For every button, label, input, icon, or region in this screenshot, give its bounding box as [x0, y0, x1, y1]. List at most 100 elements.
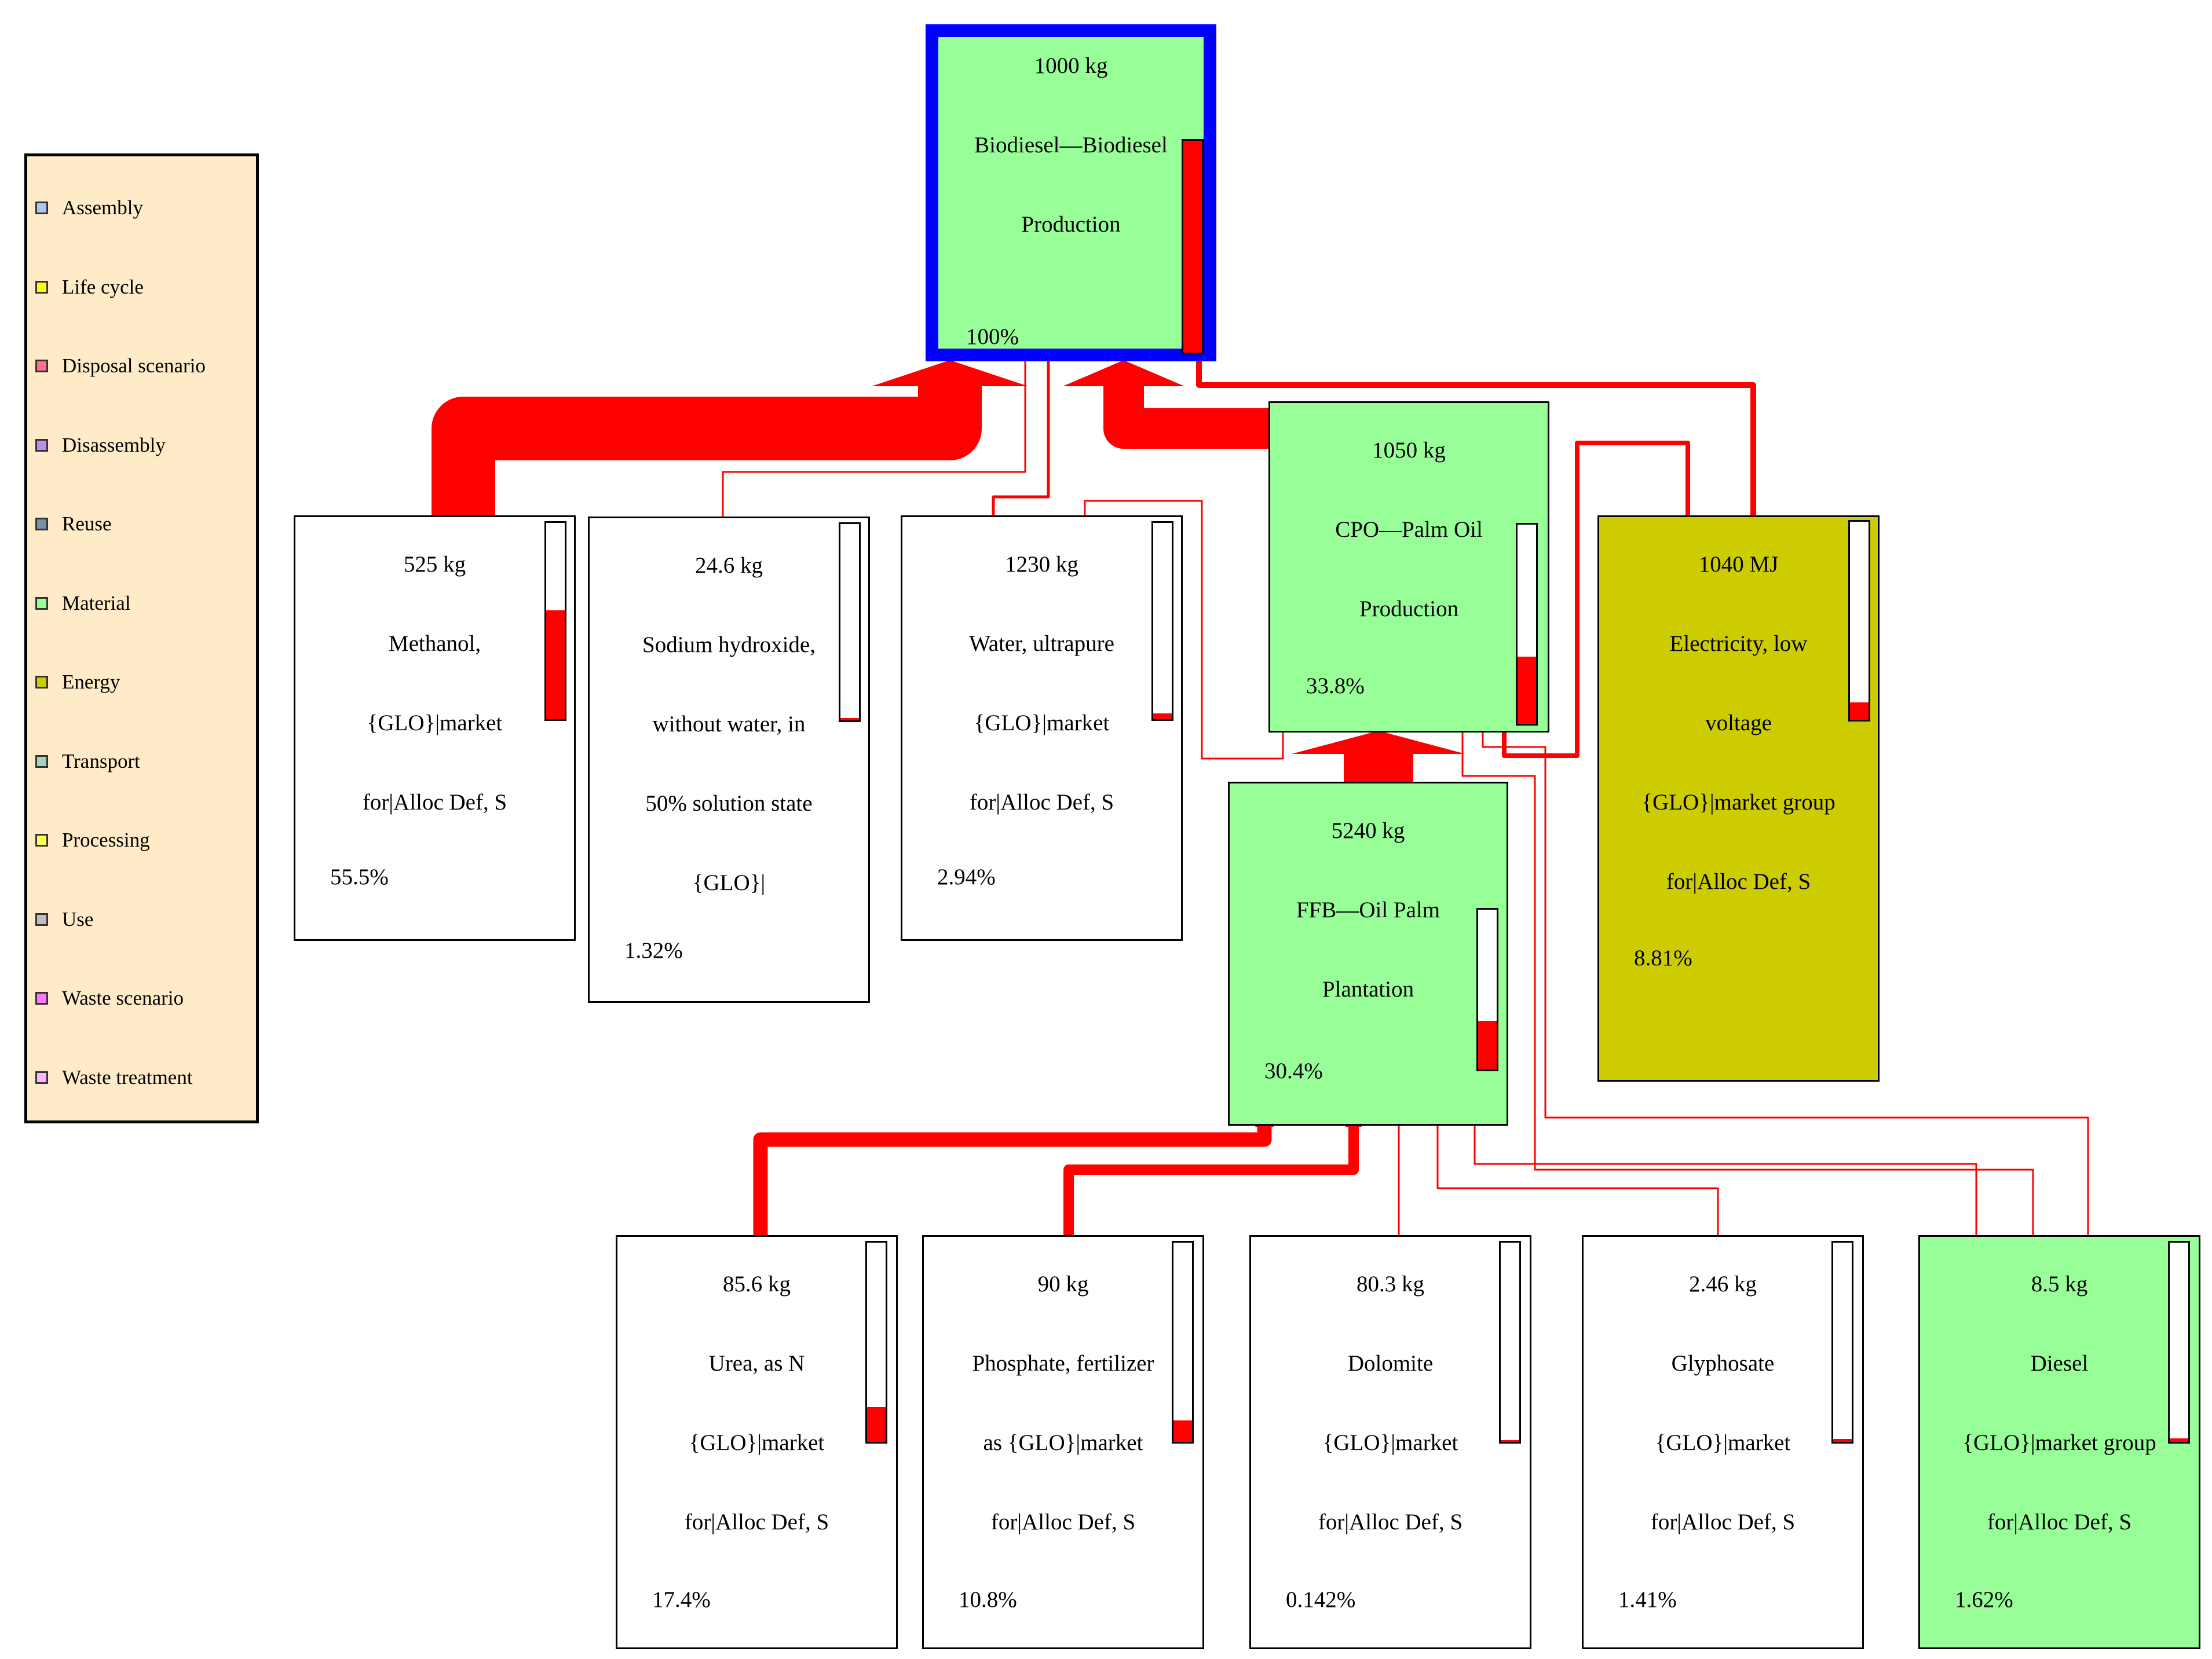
legend-swatch [35, 518, 48, 530]
node-name-line: Dolomite [1347, 1351, 1434, 1376]
node-percent: 33.8% [1306, 673, 1365, 698]
node-percent: 30.4% [1264, 1059, 1323, 1083]
node-name-line: for|Alloc Def, S [969, 790, 1114, 815]
contribution-gauge [1499, 1241, 1521, 1444]
flow-arrow-cpo [1063, 360, 1184, 386]
contribution-gauge [1516, 523, 1538, 726]
contribution-gauge-fill [1478, 1021, 1497, 1070]
node-name-line: {GLO}| [692, 870, 766, 895]
node-name-line: {GLO}|market [689, 1430, 825, 1455]
node-percent: 0.142% [1286, 1587, 1356, 1612]
node-urea[interactable]: 85.6 kg Urea, as N {GLO}|market for|Alloc D… [616, 1235, 898, 1649]
legend-label: Use [62, 907, 94, 931]
node-amount: 8.5 kg [2031, 1272, 2088, 1297]
contribution-gauge-fill [867, 1407, 886, 1442]
legend-label: Energy [62, 671, 120, 693]
contribution-gauge [1476, 908, 1498, 1071]
node-name-line: Production [1021, 212, 1121, 237]
legend-swatch [35, 202, 48, 214]
node-dolomite[interactable]: 80.3 kg Dolomite {GLO}|market for|Alloc Def… [1249, 1235, 1531, 1649]
legend-item-use: Use [35, 902, 93, 937]
node-name-line: Sodium hydroxide, [642, 632, 816, 657]
flow-water-cpo [1084, 500, 1284, 760]
contribution-gauge-fill [2170, 1438, 2188, 1442]
legend-swatch [35, 913, 48, 926]
node-name-line: Electricity, low [1669, 631, 1808, 656]
legend-swatch [35, 834, 48, 847]
legend-item-material: Material [35, 586, 131, 621]
contribution-gauge-fill [1173, 1420, 1192, 1442]
node-name-line: for|Alloc Def, S [362, 790, 507, 815]
node-amount: 80.3 kg [1357, 1272, 1424, 1297]
contribution-gauge [2168, 1241, 2190, 1444]
legend-swatch [35, 596, 48, 610]
node-amount: 85.6 kg [723, 1272, 791, 1297]
node-sodium-hydroxide[interactable]: 24.6 kg Sodium hydroxide, without water, i… [588, 517, 870, 1003]
node-amount: 24.6 kg [695, 553, 763, 578]
flow-diesel-cpo [1482, 733, 2089, 1235]
node-percent: 2.94% [937, 865, 996, 889]
node-name-line: without water, in [652, 712, 806, 737]
contribution-gauge-fill [1501, 1440, 1519, 1442]
legend-item-disassembly: Disassembly [35, 428, 166, 463]
node-name-line: Glyphosate [1671, 1351, 1775, 1376]
flow-electricity-cpo [1502, 441, 1690, 758]
node-percent: 1.41% [1618, 1587, 1677, 1612]
legend-label: Processing [62, 829, 150, 851]
node-name-line: CPO—Palm Oil [1335, 517, 1483, 542]
legend-label: Assembly [62, 196, 143, 219]
node-name-line: Urea, as N [708, 1351, 805, 1376]
node-name-line: for|Alloc Def, S [1666, 869, 1811, 894]
node-name-line: Water, ultrapure [969, 631, 1114, 656]
flow-diesel-ffb [1474, 1126, 1977, 1235]
legend-item-life-cycle: Life cycle [35, 270, 144, 305]
node-name-line: FFB—Oil Palm [1296, 898, 1440, 922]
node-amount: 525 kg [403, 552, 466, 577]
contribution-gauge-fill [1833, 1439, 1852, 1442]
legend-item-processing: Processing [35, 823, 150, 858]
node-name-line: Production [1359, 596, 1459, 621]
legend-label: Transport [62, 749, 140, 772]
node-name-line: 50% solution state [645, 791, 813, 816]
node-percent: 55.5% [330, 865, 389, 889]
flow-cpo-biodiesel [1103, 385, 1268, 449]
node-amount: 5240 kg [1331, 818, 1405, 843]
node-amount: 1050 kg [1372, 438, 1446, 463]
legend-label: Waste scenario [62, 987, 184, 1009]
flow-naoh-biodiesel [722, 361, 1026, 517]
node-name-line: Diesel [2030, 1351, 2089, 1376]
contribution-gauge [1172, 1241, 1194, 1444]
contribution-gauge [865, 1241, 887, 1444]
legend-item-assembly: Assembly [35, 191, 143, 225]
node-name-line: for|Alloc Def, S [684, 1510, 829, 1535]
node-percent: 1.62% [1955, 1587, 2013, 1612]
legend-label: Life cycle [62, 275, 144, 298]
contribution-gauge [1831, 1241, 1853, 1444]
node-amount: 1040 MJ [1698, 552, 1779, 577]
flow-urea-ffb [753, 1126, 1272, 1235]
legend-item-reuse: Reuse [35, 507, 112, 541]
contribution-gauge-fill [546, 610, 565, 719]
legend-swatch [35, 438, 48, 452]
node-name-line: {GLO}|market [1322, 1430, 1458, 1455]
contribution-gauge-fill [1518, 656, 1536, 724]
node-percent: 17.4% [652, 1587, 711, 1612]
node-name-line: Methanol, [388, 631, 481, 656]
node-name-line: {GLO}|market group [1641, 790, 1836, 815]
node-percent: 100% [966, 324, 1019, 349]
node-name-line: for|Alloc Def, S [1318, 1510, 1463, 1535]
node-percent: 10.8% [959, 1587, 1017, 1612]
node-name-line: {GLO}|market group [1962, 1430, 2156, 1455]
legend-item-energy: Energy [35, 665, 120, 700]
